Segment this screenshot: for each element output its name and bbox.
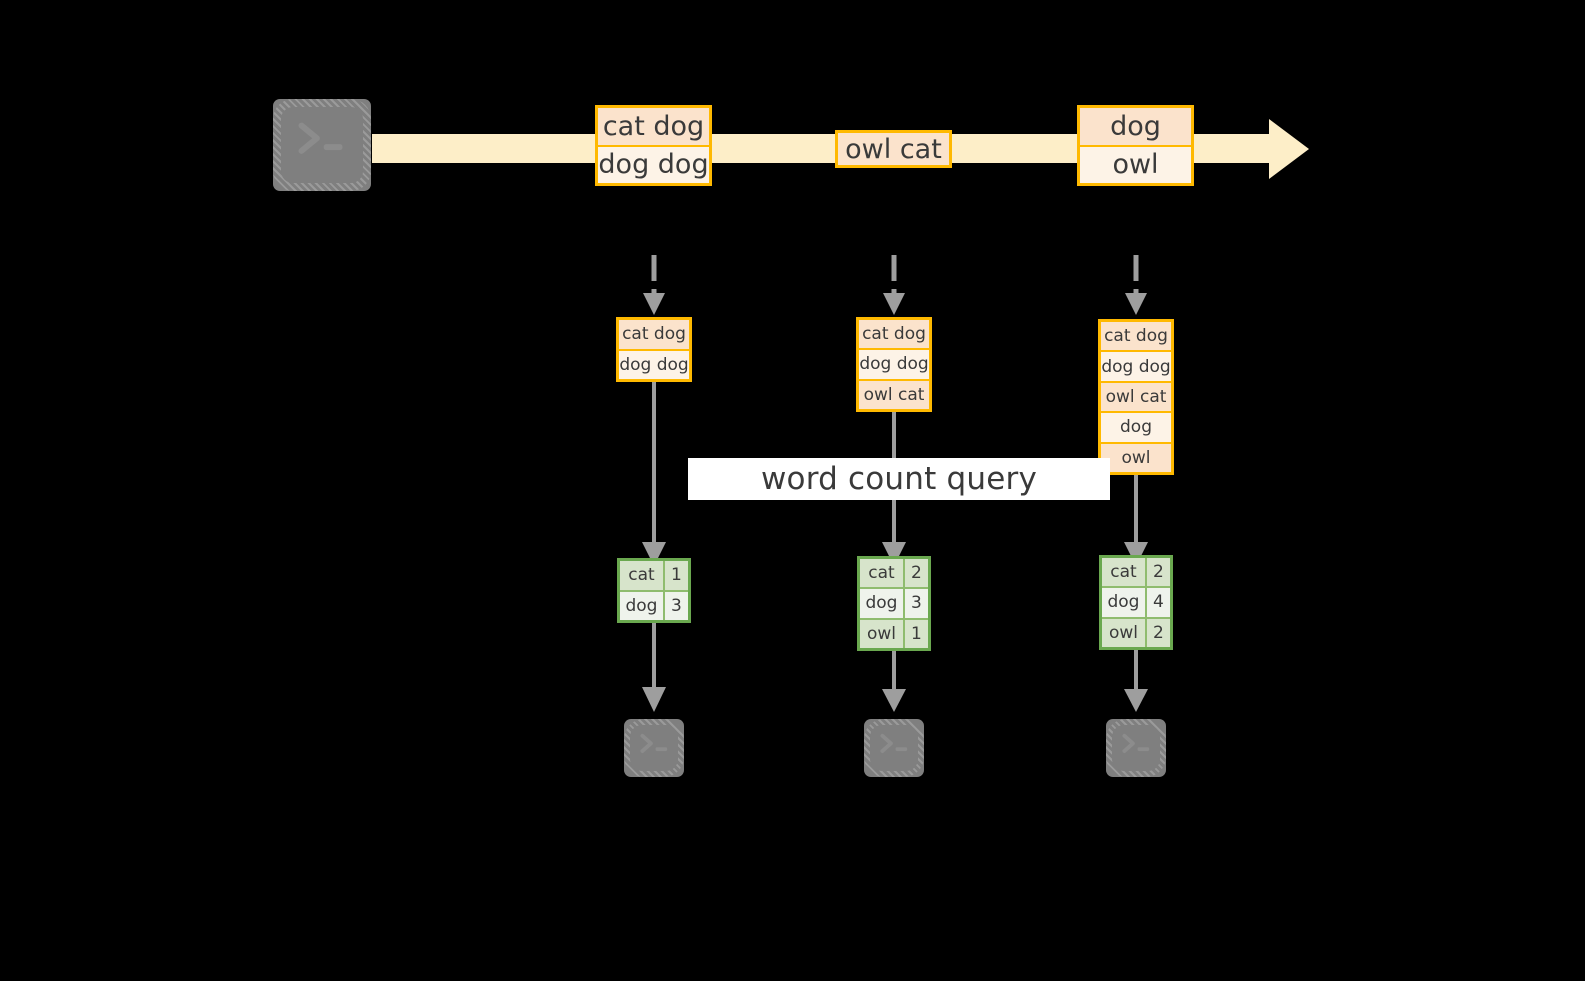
table-row: dog 3 [620,589,688,620]
terminal-prompt-glyph [281,107,363,183]
terminal-prompt-glyph [870,725,918,771]
stream-record-1-line-1: cat dog [598,108,709,145]
snapshot-1-line-2: dog dog [619,348,689,379]
table-row: cat 2 [1102,558,1170,587]
table-row: dog 3 [860,587,928,618]
terminal-body [870,725,918,771]
result-3-word-1: cat [1102,558,1145,587]
stream-record-3-line-1: dog [1080,108,1191,145]
connector-snapshot-3-to-result-3 [1120,475,1152,567]
result-3-count-2: 4 [1144,588,1170,617]
terminal-body [1112,725,1160,771]
stream-record-2[interactable]: owl cat [835,130,952,168]
connector-stream-to-snapshot-3 [1120,255,1152,317]
snapshot-3-accumulated-box[interactable]: cat dog dog dog owl cat dog owl [1098,319,1174,475]
snapshot-1-sink-terminal-icon[interactable] [617,712,691,784]
source-terminal-icon[interactable] [266,92,378,198]
connector-result-3-to-sink-3 [1120,650,1152,713]
stream-record-1-line-2: dog dog [598,144,709,183]
result-2-word-2: dog [860,589,903,618]
snapshot-2-line-2: dog dog [859,348,929,379]
stream-record-3[interactable]: dog owl [1077,105,1194,186]
terminal-prompt-glyph [1112,725,1160,771]
query-banner-label: word count query [760,461,1038,497]
snapshot-1-result-table[interactable]: cat 1 dog 3 [617,558,691,623]
result-3-count-1: 2 [1144,558,1170,587]
snapshot-3-line-3: owl cat [1101,380,1171,412]
snapshot-3-line-1: cat dog [1101,322,1171,351]
snapshot-3-line-4: dog [1101,411,1171,442]
result-3-word-2: dog [1102,588,1145,617]
connector-stream-to-snapshot-1 [638,255,670,317]
connector-result-2-to-sink-2 [878,651,910,713]
result-2-word-1: cat [860,559,903,588]
table-row: cat 2 [860,559,928,588]
terminal-prompt-glyph [630,725,678,771]
table-row: dog 4 [1102,586,1170,617]
connector-result-1-to-sink-1 [638,623,670,713]
table-row: owl 2 [1102,616,1170,647]
result-1-word-2: dog [620,591,663,620]
stream-record-2-line-1: owl cat [838,133,949,165]
snapshot-3-sink-terminal-icon[interactable] [1099,712,1173,784]
stream-record-3-line-2: owl [1080,144,1191,183]
terminal-body [630,725,678,771]
snapshot-2-line-3: owl cat [859,378,929,409]
result-2-count-3: 1 [902,619,928,648]
stream-band-arrowhead [1269,119,1309,179]
result-1-count-1: 1 [662,561,688,590]
snapshot-2-result-table[interactable]: cat 2 dog 3 owl 1 [857,556,931,651]
connector-snapshot-1-to-result-1 [638,382,670,567]
result-3-word-3: owl [1102,618,1145,647]
connector-stream-to-snapshot-2 [878,255,910,317]
result-1-word-1: cat [620,561,663,590]
result-2-count-2: 3 [902,589,928,618]
snapshot-3-result-table[interactable]: cat 2 dog 4 owl 2 [1099,555,1173,650]
snapshot-2-accumulated-box[interactable]: cat dog dog dog owl cat [856,317,932,412]
result-2-word-3: owl [860,619,903,648]
table-row: owl 1 [860,617,928,648]
snapshot-3-line-5: owl [1101,441,1171,473]
snapshot-2-sink-terminal-icon[interactable] [857,712,931,784]
result-3-count-3: 2 [1144,618,1170,647]
snapshot-1-line-1: cat dog [619,320,689,349]
snapshot-2-line-1: cat dog [859,320,929,349]
terminal-body [281,107,363,183]
query-banner: word count query [688,458,1110,500]
snapshot-1-accumulated-box[interactable]: cat dog dog dog [616,317,692,382]
result-2-count-1: 2 [902,559,928,588]
table-row: cat 1 [620,561,688,590]
result-1-count-2: 3 [662,591,688,620]
stream-record-1[interactable]: cat dog dog dog [595,105,712,186]
snapshot-3-line-2: dog dog [1101,350,1171,381]
